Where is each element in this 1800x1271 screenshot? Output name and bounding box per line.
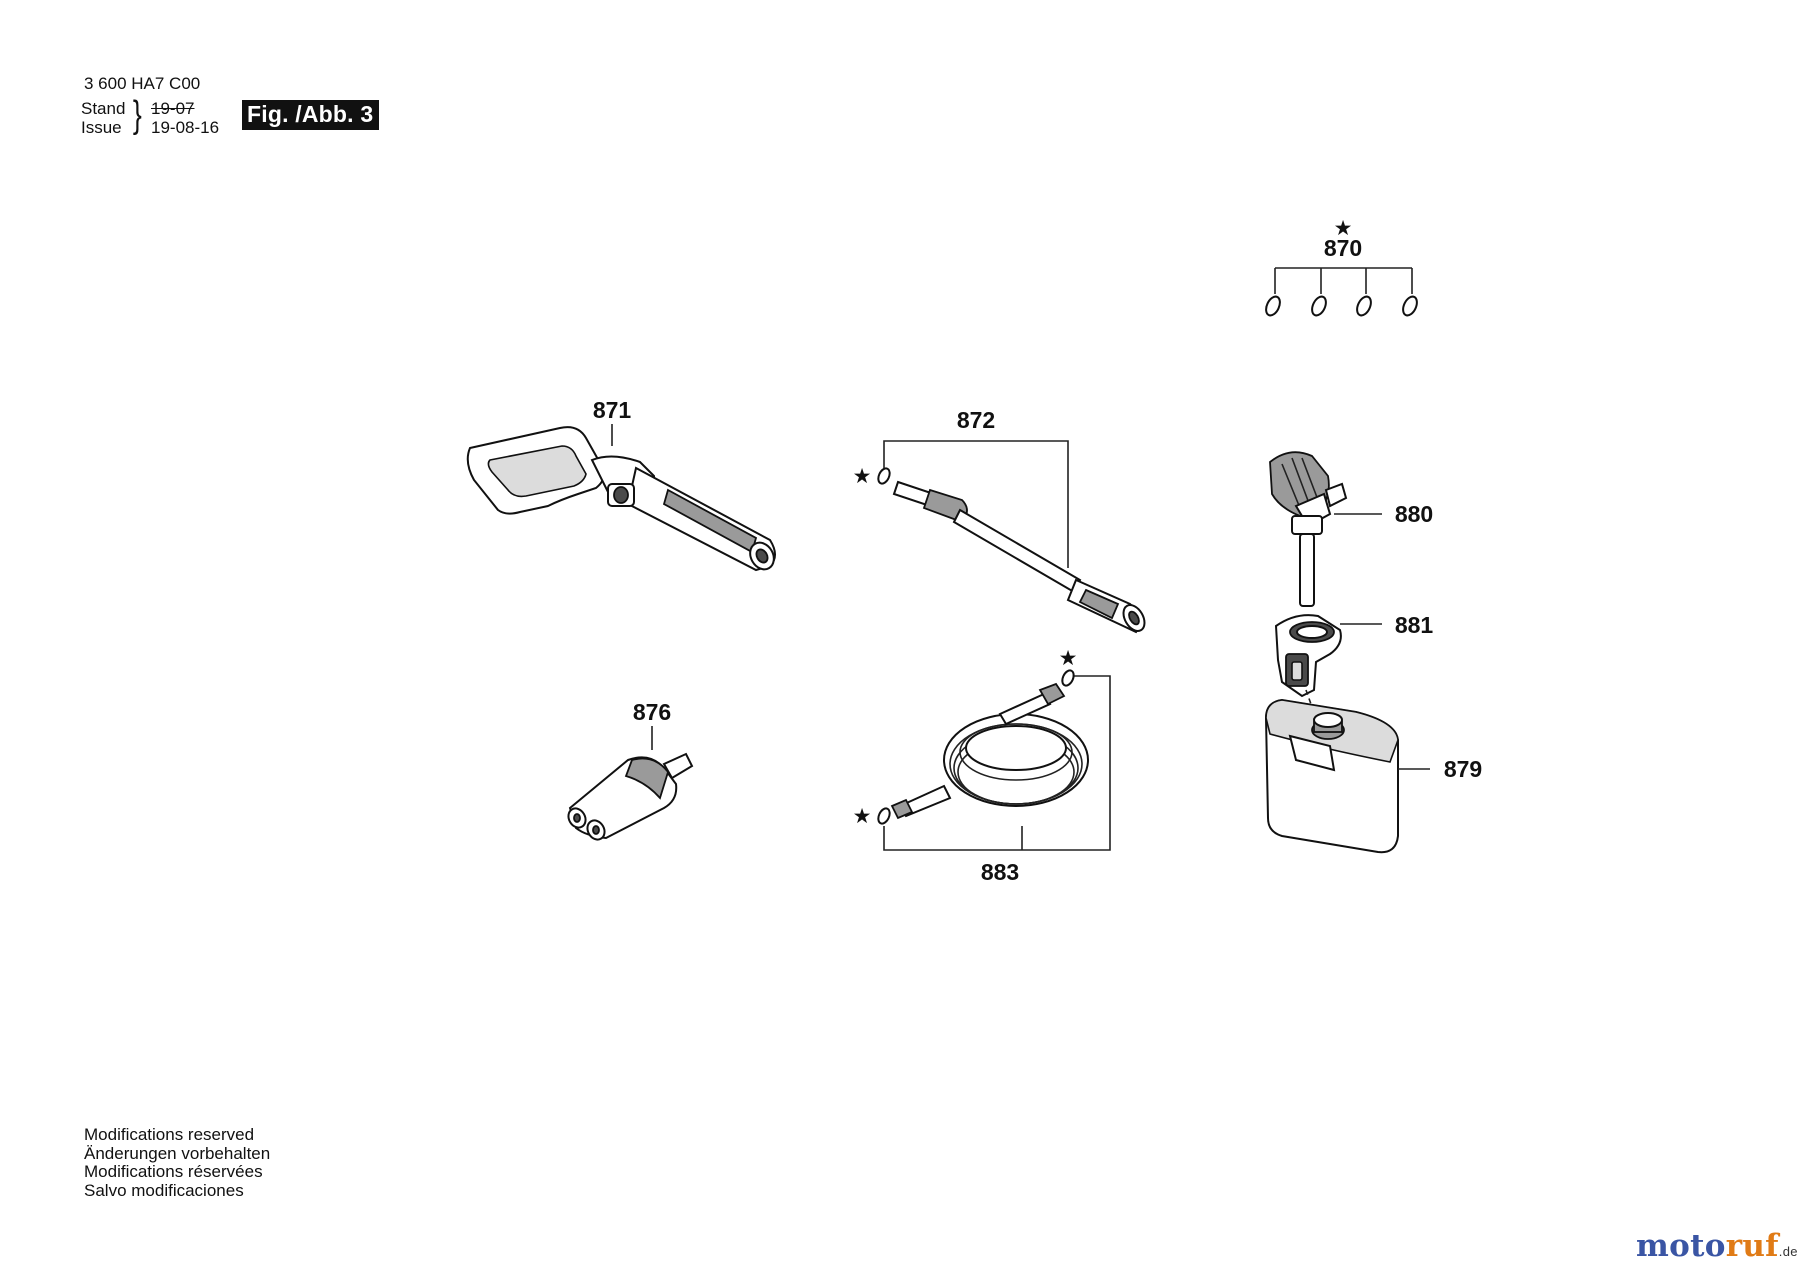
lance-rear-hole bbox=[1128, 610, 1140, 626]
watermark-suffix: .de bbox=[1778, 1244, 1798, 1259]
watermark-part1: moto bbox=[1636, 1228, 1726, 1264]
holder-slot-inner bbox=[1291, 661, 1303, 681]
o-ring-4 bbox=[1402, 295, 1418, 317]
brace-glyph: } bbox=[132, 94, 142, 136]
part-879-tank[interactable]: 879 bbox=[1264, 698, 1482, 854]
gun-outlet-hole bbox=[755, 548, 769, 564]
label-870: 870 bbox=[1324, 235, 1362, 261]
part-883-hose[interactable]: ★ ★ 883 bbox=[853, 646, 1111, 885]
lance-rod bbox=[952, 508, 1082, 594]
label-879: 879 bbox=[1444, 756, 1482, 782]
hose-o-ring-top bbox=[1061, 669, 1075, 687]
part-876-nozzle[interactable]: 876 bbox=[565, 699, 694, 843]
nozzle-tip-hole-2 bbox=[592, 825, 600, 835]
lance-rear-grip bbox=[1078, 588, 1120, 620]
hose-top-collar bbox=[1038, 682, 1066, 706]
stand-label: Stand bbox=[81, 99, 126, 118]
star-872: ★ bbox=[853, 464, 872, 488]
o-ring-1 bbox=[1265, 295, 1281, 317]
hose-bottom-collar bbox=[890, 798, 914, 820]
label-872: 872 bbox=[957, 407, 995, 433]
hose-coil-inner bbox=[965, 725, 1067, 771]
o-ring-2 bbox=[1311, 295, 1327, 317]
holder-ring-inner bbox=[1296, 625, 1328, 639]
hose-o-ring-bottom bbox=[877, 807, 891, 825]
nozzle-ring bbox=[624, 757, 669, 800]
nozzle-connector bbox=[662, 752, 694, 780]
label-880: 880 bbox=[1395, 501, 1433, 527]
gun-inlet-hole bbox=[613, 486, 629, 504]
lance-o-ring bbox=[877, 467, 891, 485]
gun-handle-inner bbox=[487, 445, 587, 498]
tank-recess bbox=[1288, 734, 1336, 772]
adapter-ribs bbox=[1281, 457, 1319, 509]
star-870: ★ bbox=[1334, 216, 1353, 240]
part-881-holder[interactable]: 881 bbox=[1274, 612, 1434, 725]
o-ring-3 bbox=[1356, 295, 1372, 317]
figure-label: Fig. /Abb. 3 bbox=[242, 100, 380, 130]
doc-number: 3 600 HA7 C00 bbox=[84, 74, 201, 93]
old-date: 19-07 bbox=[151, 99, 195, 118]
tank-cap-top bbox=[1313, 712, 1343, 728]
part-871-trigger-gun[interactable]: 871 bbox=[466, 397, 779, 574]
part-870-o-rings[interactable]: ★ 870 bbox=[1263, 216, 1419, 318]
nozzle-tip-hole-1 bbox=[573, 813, 581, 823]
note-en: Modifications reserved bbox=[84, 1125, 255, 1144]
note-fr: Modifications réservées bbox=[84, 1162, 263, 1181]
leader-883 bbox=[883, 675, 1111, 851]
hose-coil-4 bbox=[959, 723, 1073, 781]
new-date: 19-08-16 bbox=[151, 118, 220, 137]
label-871: 871 bbox=[593, 397, 632, 423]
note-de: Änderungen vorbehalten bbox=[84, 1143, 271, 1163]
label-883: 883 bbox=[981, 859, 1019, 885]
issue-label: Issue bbox=[81, 118, 122, 137]
watermark-logo: motoruf.de bbox=[1636, 1228, 1798, 1264]
part-880-adapter[interactable]: 880 bbox=[1269, 451, 1433, 607]
star-883-bottom: ★ bbox=[853, 804, 872, 828]
leader-872 bbox=[883, 440, 1069, 568]
label-881: 881 bbox=[1395, 612, 1434, 638]
note-es: Salvo modificaciones bbox=[84, 1180, 244, 1200]
label-876: 876 bbox=[633, 699, 671, 725]
part-872-lance[interactable]: 872 ★ bbox=[853, 407, 1149, 635]
modifications-notice: Modifications reserved Änderungen vorbeh… bbox=[84, 1125, 271, 1200]
star-883-top: ★ bbox=[1059, 646, 1078, 670]
leader-870 bbox=[1274, 267, 1413, 294]
adapter-connector bbox=[1324, 482, 1348, 508]
adapter-stem bbox=[1299, 533, 1315, 607]
adapter-collar bbox=[1291, 515, 1323, 535]
watermark-part2: ruf bbox=[1725, 1228, 1779, 1264]
